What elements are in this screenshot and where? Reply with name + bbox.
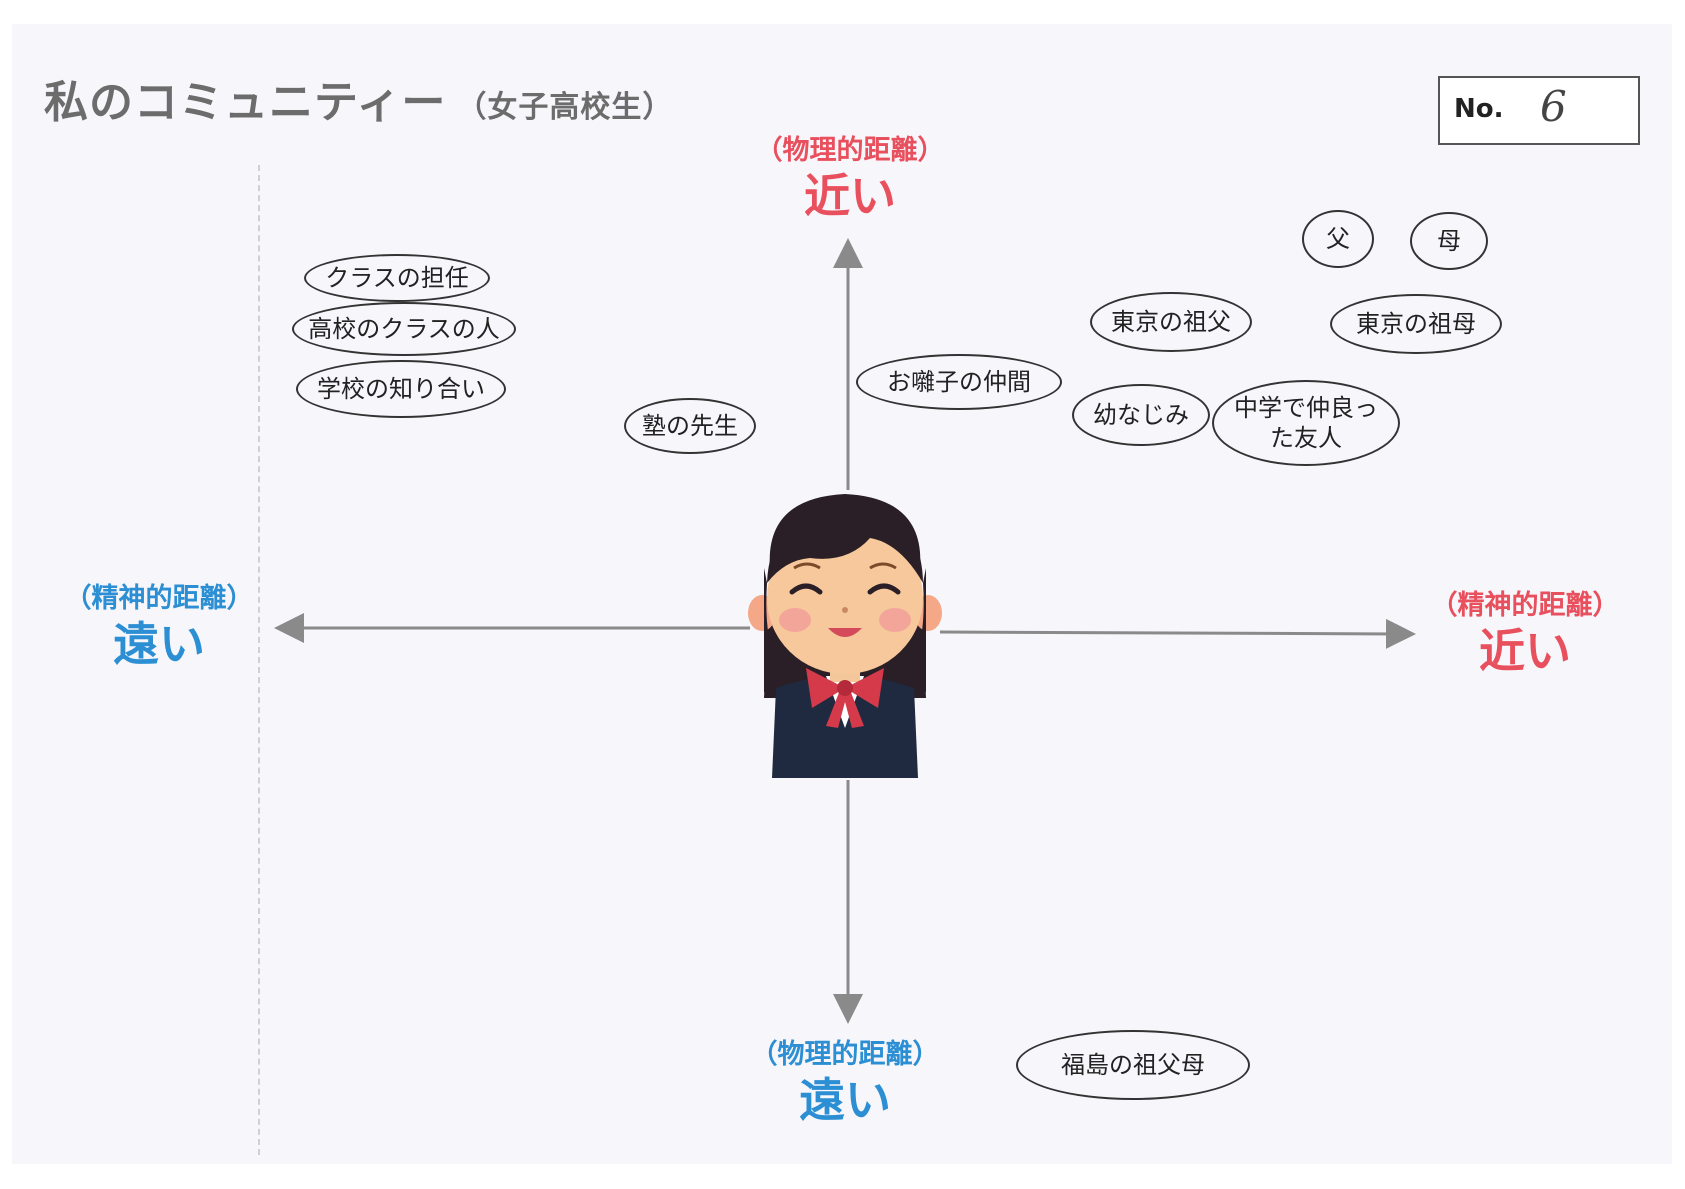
bubble-class-teacher: クラスの担任 — [304, 254, 490, 302]
page-title: 私のコミュニティー （女子高校生） — [44, 66, 673, 130]
title-sub: （女子高校生） — [456, 90, 674, 125]
bubble-cram-school-teacher: 塾の先生 — [624, 398, 756, 454]
bubble-high-school-classmates: 高校のクラスの人 — [292, 302, 516, 356]
bubble-fukushima-grandparents: 福島の祖父母 — [1016, 1030, 1250, 1100]
schoolgirl-illustration — [748, 494, 942, 778]
number-box: No. 6 — [1438, 76, 1640, 145]
bubble-school-acquaintances: 学校の知り合い — [296, 360, 506, 418]
bubble-mother: 母 — [1410, 212, 1488, 270]
axis-label-left: （精神的距離） 遠い — [64, 583, 254, 671]
number-label: No. — [1454, 94, 1504, 124]
bubble-junior-high-friends: 中学で仲良った友人 — [1212, 380, 1400, 466]
bubble-father: 父 — [1302, 210, 1374, 268]
bubble-tokyo-grandfather: 東京の祖父 — [1090, 292, 1252, 352]
bubble-tokyo-grandmother: 東京の祖母 — [1330, 294, 1502, 354]
bubble-ohayashi-friends: お囃子の仲間 — [856, 354, 1062, 410]
title-main: 私のコミュニティー — [44, 77, 447, 128]
margin-guide-line — [258, 165, 260, 1155]
number-value: 6 — [1540, 82, 1567, 131]
axis-label-bottom: （物理的距離） 遠い — [750, 1039, 940, 1127]
horizontal-axis-right — [939, 618, 1416, 649]
bubble-childhood-friend: 幼なじみ — [1072, 384, 1210, 446]
axis-label-top: （物理的距離） 近い — [755, 135, 945, 223]
axis-label-right: （精神的距離） 近い — [1430, 590, 1620, 678]
